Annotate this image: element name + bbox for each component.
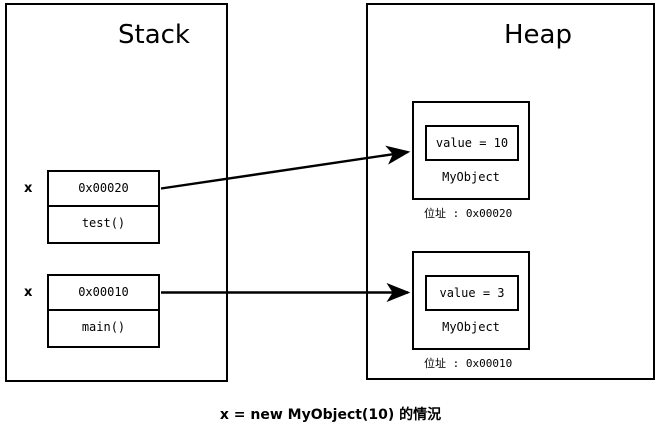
heap-object-1-field-box: value = 10 (425, 125, 519, 161)
heap-object-2: value = 3 MyObject (412, 251, 530, 350)
heap-object-1-class-name: MyObject (442, 170, 500, 184)
stack-frame-2: 0x00010 main() (47, 274, 160, 348)
heap-object-2-address-label: 位址 : 0x00010 (424, 357, 513, 370)
heap-object-1: value = 10 MyObject (412, 101, 530, 200)
heap-object-2-class-name: MyObject (442, 320, 500, 334)
diagram-caption: x = new MyObject(10) 的情況 (219, 407, 442, 423)
stack-frame-1-address-cell: 0x00020 (49, 172, 158, 207)
stack-frame-1-variable-label: x (24, 181, 33, 196)
stack-frame-1-method-cell: test() (49, 207, 158, 242)
stack-frame-2-method-cell: main() (49, 311, 158, 346)
stack-frame-2-variable-label: x (24, 285, 33, 300)
stack-region-title: Stack (118, 20, 190, 50)
heap-object-2-field-box: value = 3 (425, 275, 519, 311)
stack-frame-1: 0x00020 test() (47, 170, 160, 244)
heap-object-1-address-label: 位址 : 0x00020 (424, 207, 513, 220)
heap-region-title: Heap (504, 20, 572, 50)
stack-frame-2-address-cell: 0x00010 (49, 276, 158, 311)
